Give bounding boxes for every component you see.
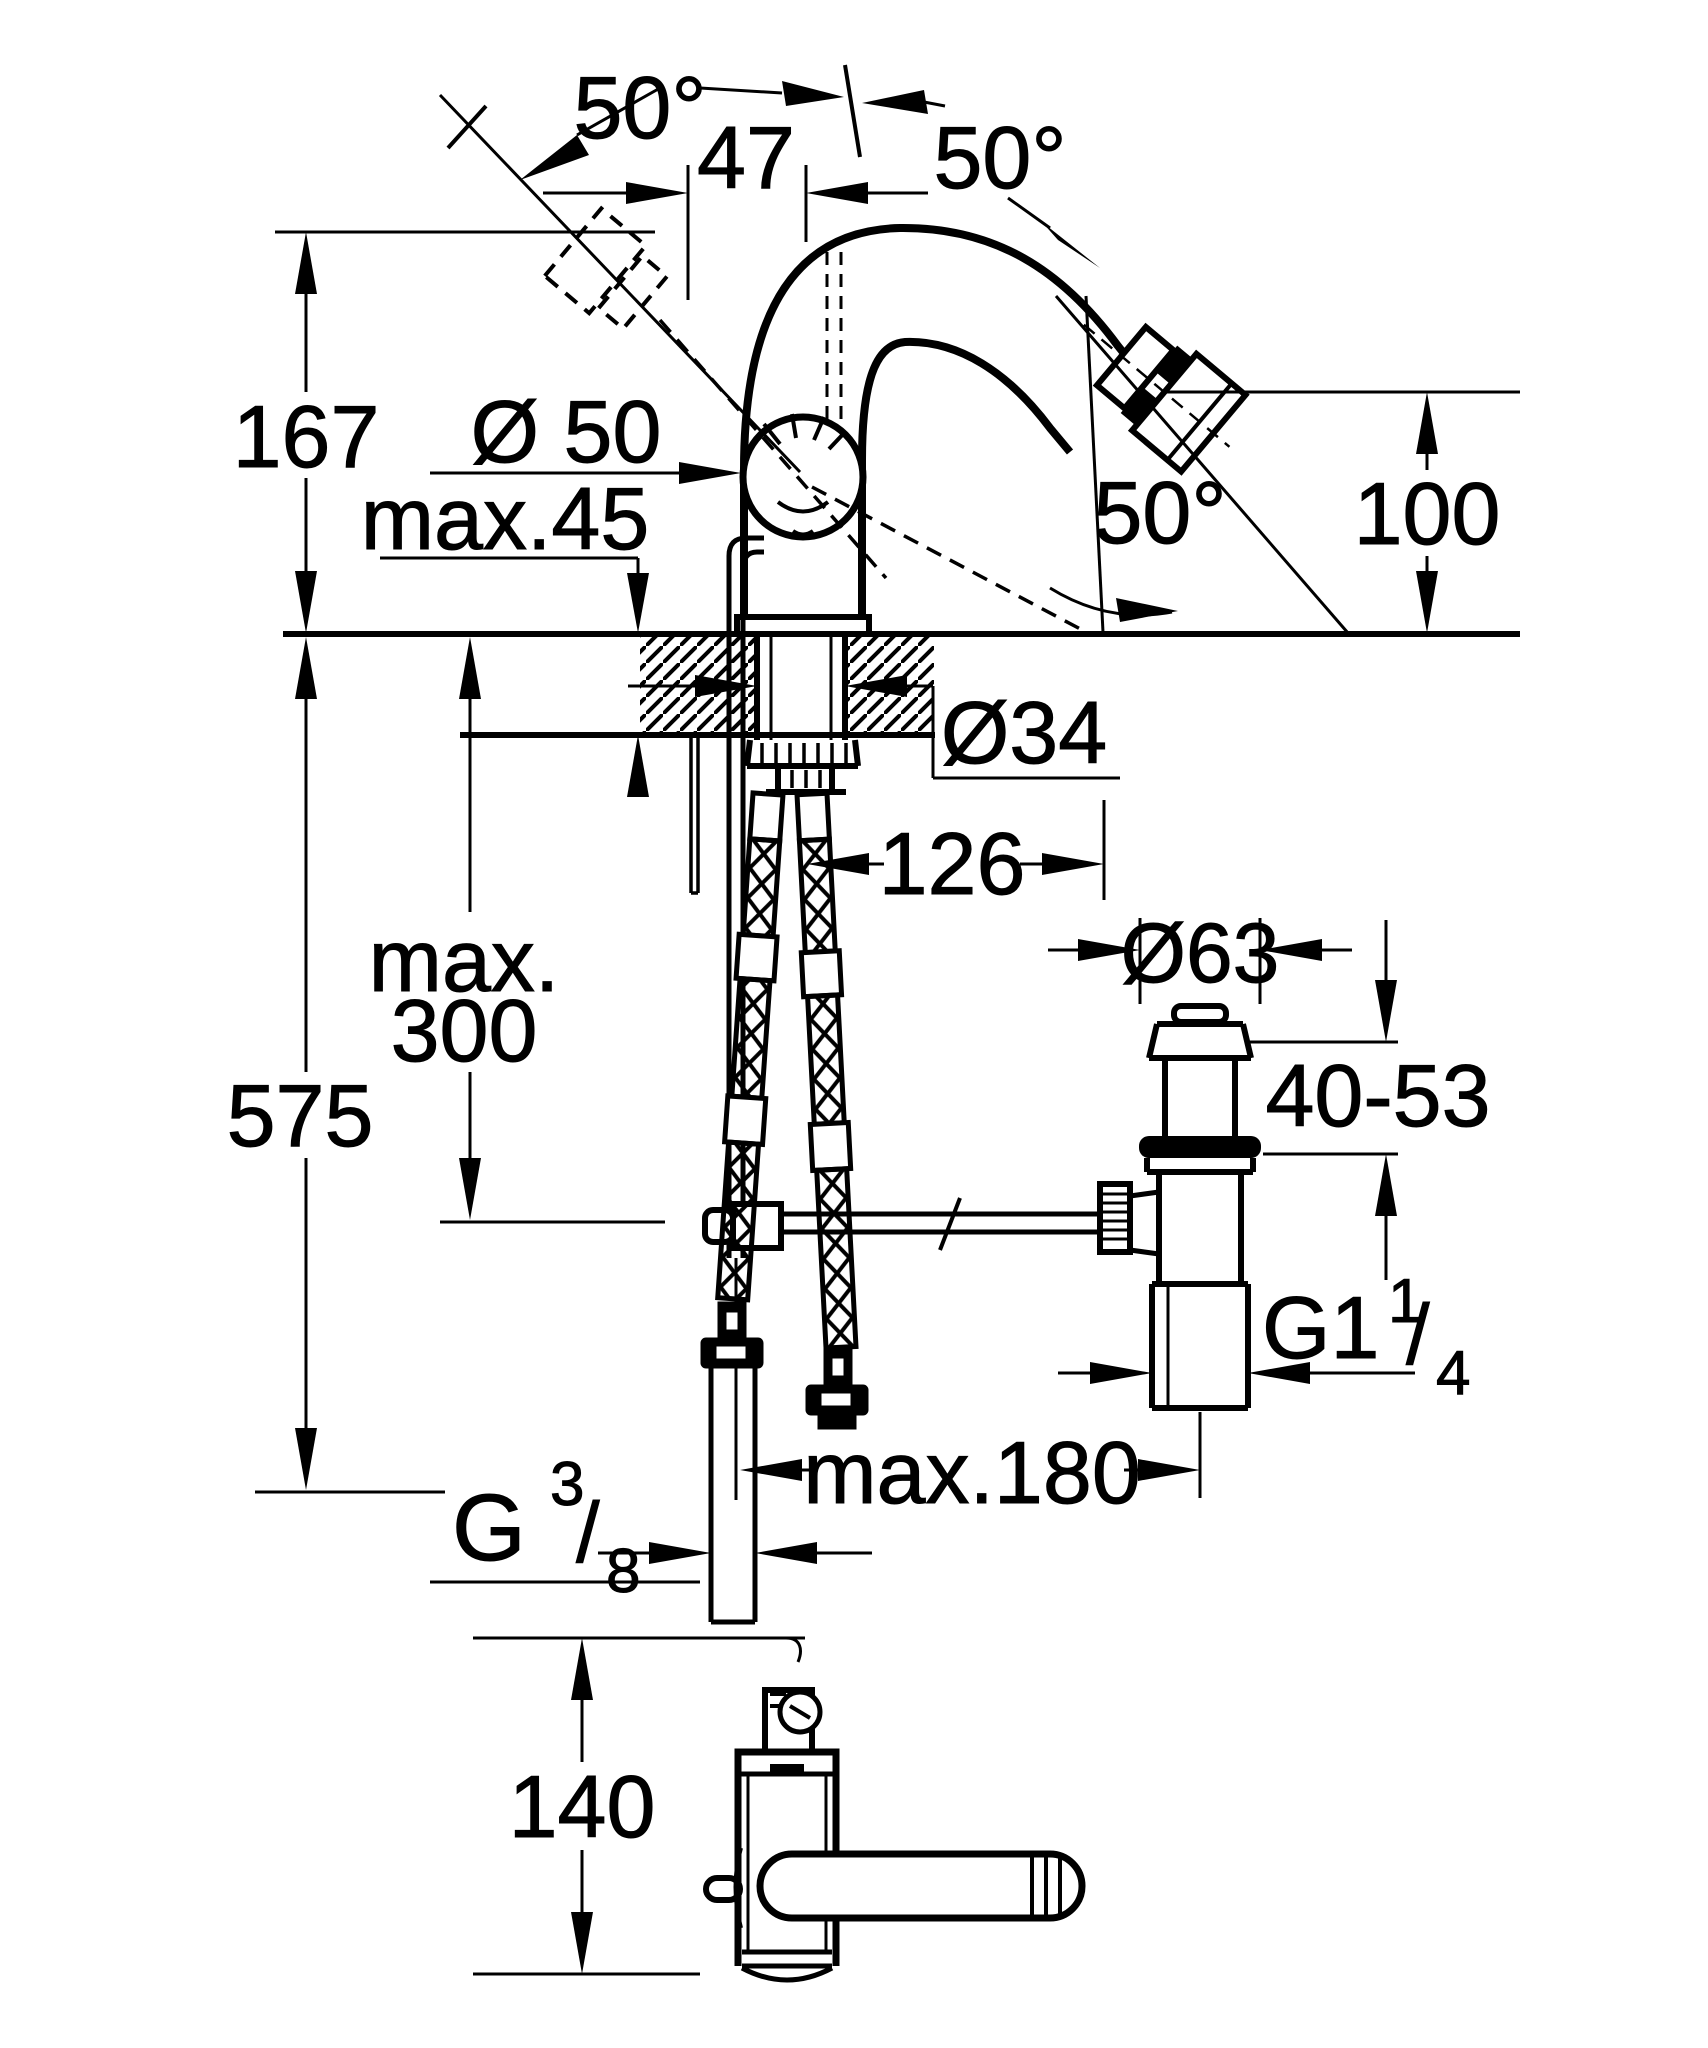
dim-height-167: 167 (232, 230, 655, 633)
faucet-front-view (541, 205, 1250, 637)
label-outlet-height: 100 (1354, 464, 1501, 563)
label-hose-offset: 126 (879, 814, 1026, 913)
waste-body (1156, 1172, 1244, 1282)
dim-outlet-height: 100 (1162, 390, 1520, 633)
label-dia-waste: Ø63 (1121, 906, 1280, 1000)
hose-left (715, 790, 786, 1303)
label-side-height: 140 (509, 1757, 656, 1856)
label-dia-hole: Ø34 (941, 683, 1107, 782)
dim-hose-offset: 126 (807, 800, 1106, 914)
mounting-shank (689, 636, 861, 895)
label-supply-thread-slash: / (576, 1486, 600, 1581)
label-supply-thread-sup: 3 (550, 1450, 584, 1519)
label-waste-thread-sub: 4 (1436, 1339, 1470, 1408)
dim-angle-outlet: 50° (1049, 463, 1227, 622)
dim-dia-waste: Ø63 (1048, 906, 1352, 1004)
label-reach-max: max.180 (803, 1423, 1141, 1522)
label-supply-thread-sub: 8 (606, 1537, 640, 1606)
label-waste-thread-base: G1 (1262, 1278, 1379, 1377)
dim-side-height: 140 (508, 1638, 656, 1974)
label-riser-max-1: max. (369, 911, 560, 1010)
label-angle-outlet: 50° (1093, 463, 1226, 562)
dim-waste-range: 40-53 (1250, 920, 1491, 1280)
waste-valve (1097, 1003, 1261, 1498)
rod-break-mark (938, 1197, 962, 1251)
aerator-ball-joint (1083, 322, 1250, 476)
dim-angle-mid: 50° (699, 64, 1100, 268)
spout-outer-curve (740, 223, 1146, 618)
waste-plug-cap (1171, 1003, 1229, 1025)
side-spout-rings (1030, 1854, 1062, 1918)
side-base-arc (740, 1965, 834, 1983)
dim-dia-handle: Ø 50 (430, 382, 741, 484)
dim-riser-max: max. 300 (368, 637, 665, 1224)
leader-hook (785, 1636, 802, 1663)
label-angle-mid: 50° (933, 108, 1066, 207)
dim-reach-max: max.180 (740, 1423, 1200, 1523)
supply-hoses (700, 790, 869, 1625)
label-dia-handle: Ø 50 (471, 382, 662, 481)
side-spout (756, 1850, 1086, 1922)
label-height-167: 167 (233, 387, 380, 486)
label-supply-thread-base: G (452, 1475, 526, 1581)
handle-knob (739, 413, 867, 541)
dim-deck-thickness: max.45 (360, 469, 650, 797)
aerator-axis-line (1054, 295, 1350, 634)
label-waste-thread-sup: 1 (1388, 1267, 1422, 1336)
label-total-height: 575 (227, 1066, 374, 1165)
shank-nut (744, 739, 861, 769)
waste-column (1162, 1058, 1238, 1136)
waste-cone (1146, 1023, 1254, 1061)
base-flange (734, 614, 872, 637)
vertical-reference-line (1084, 295, 1105, 633)
swivel-dashed-left (658, 318, 888, 580)
hose-right (794, 790, 859, 1351)
dim-waste-thread: G1 1 / 4 (1058, 1267, 1471, 1409)
pop-up-rod-assembly (702, 535, 1106, 1500)
dim-supply-thread: G 3 / 8 (430, 1450, 872, 1607)
waste-knob-hub (1127, 1189, 1160, 1257)
mounting-stud (689, 737, 700, 895)
label-angle-left: 50° (573, 58, 706, 157)
hose-connector-right (805, 1347, 869, 1430)
hose-connector-left (700, 1301, 764, 1369)
label-waste-thread-slash: / (1406, 1288, 1430, 1383)
supply-pipe (708, 1368, 758, 1625)
faucet-side-view: 140 (473, 1636, 1086, 1983)
dim-total-height: 575 (226, 637, 445, 1494)
label-waste-range: 40-53 (1265, 1046, 1490, 1145)
dim-dia-hole: Ø34 (628, 675, 1120, 783)
swivel-construction-lines (438, 93, 1350, 634)
waste-o-ring (1139, 1136, 1261, 1158)
spout-inner-curve (858, 337, 1074, 618)
label-deck-thickness: max.45 (361, 469, 650, 568)
waste-tailpipe (1149, 1281, 1251, 1411)
label-riser-max-2: 300 (391, 981, 538, 1080)
dim-width-47: 47 (543, 108, 928, 300)
label-width-47: 47 (697, 108, 795, 207)
dim-angle-left: 50° (446, 58, 707, 180)
hidden-waterway-lines (825, 252, 843, 446)
side-pin (703, 1875, 743, 1903)
